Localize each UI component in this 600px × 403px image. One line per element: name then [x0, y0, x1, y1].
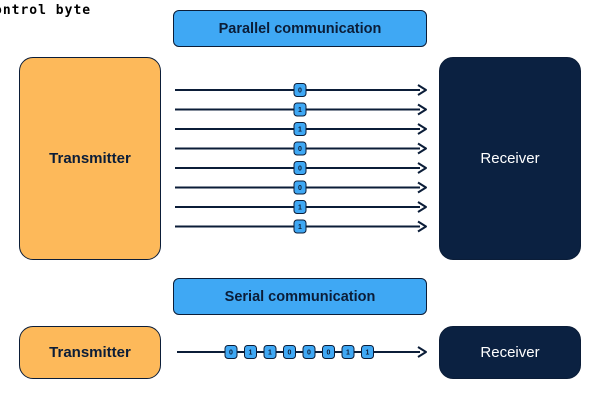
serial-bit-5-label: 0 [307, 350, 311, 357]
parallel-bit-5-label: 0 [298, 166, 302, 173]
serial-bit-1-label: 0 [229, 350, 233, 357]
serial-wire-line-head [417, 346, 427, 358]
parallel-wire-2-head [417, 103, 427, 116]
parallel-communication-title: Parallel communication [173, 10, 427, 47]
serial-bit-2-label: 1 [249, 350, 253, 357]
parallel-bit-2-label: 1 [298, 107, 302, 114]
serial-bit-8-label: 1 [366, 350, 370, 357]
parallel-wire-8-head [417, 220, 427, 233]
serial-bit-1 [224, 345, 238, 359]
parallel-wires: 0 1 1 0 0 0 1 1 [175, 83, 427, 234]
parallel-bit-1 [293, 83, 307, 97]
serial-bit-7-label: 1 [346, 350, 350, 357]
parallel-transmitter-label: Transmitter [49, 150, 131, 167]
parallel-bit-7 [293, 200, 307, 214]
parallel-bit-5 [293, 161, 307, 175]
serial-bit-5 [302, 345, 316, 359]
serial-bit-2 [244, 345, 257, 359]
serial-receiver-box: Receiver [439, 326, 581, 379]
parallel-receiver-label: Receiver [480, 150, 540, 167]
parallel-wire-6-head [417, 181, 427, 194]
serial-bit-8 [361, 345, 374, 359]
parallel-bit-1-label: 0 [298, 88, 302, 95]
parallel-wire-7-head [417, 201, 427, 213]
parallel-bit-7-label: 1 [298, 205, 302, 212]
control-byte-logo: ontrol byte [0, 3, 92, 18]
serial-bit-4 [283, 345, 296, 359]
parallel-bit-8-label: 1 [298, 224, 302, 231]
parallel-receiver-box: Receiver [439, 57, 581, 260]
parallel-wire-3-head [417, 123, 427, 135]
parallel-wire-4-head [417, 142, 427, 155]
serial-bit-6-label: 0 [327, 350, 331, 357]
serial-bit-7 [341, 345, 355, 359]
serial-bit-3-label: 1 [268, 350, 272, 357]
serial-transmitter-label: Transmitter [49, 344, 131, 361]
parallel-bit-4 [293, 141, 307, 156]
serial-receiver-label: Receiver [480, 344, 540, 361]
parallel-bit-6 [293, 180, 307, 195]
parallel-wire-5-head [417, 162, 427, 174]
parallel-wire-1-head [417, 84, 427, 96]
parallel-bit-6-label: 0 [298, 185, 302, 192]
parallel-transmitter-box: Transmitter [19, 57, 161, 260]
parallel-bit-3-label: 1 [298, 127, 302, 134]
parallel-bit-4-label: 0 [298, 146, 302, 153]
serial-bit-3 [263, 345, 277, 359]
serial-wire: 0 1 1 0 0 0 1 1 [177, 345, 427, 359]
serial-transmitter-box: Transmitter [19, 326, 161, 379]
parallel-bit-8 [293, 219, 307, 234]
parallel-bit-2 [293, 102, 307, 117]
serial-bit-6 [322, 345, 335, 359]
serial-bit-4-label: 0 [288, 350, 292, 357]
serial-communication-title: Serial communication [173, 278, 427, 315]
parallel-bit-3 [293, 122, 307, 136]
